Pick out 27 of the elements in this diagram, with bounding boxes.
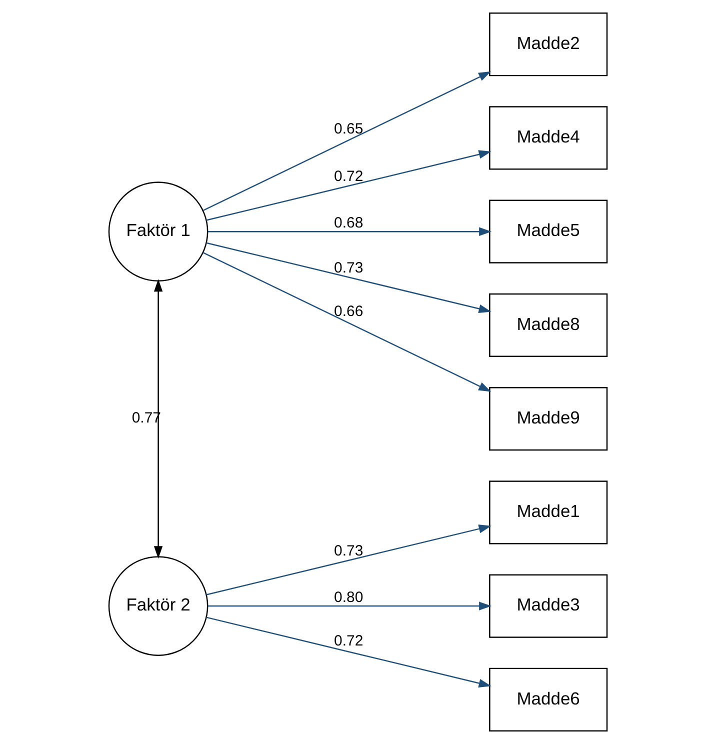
arrow: [202, 252, 491, 392]
arrow: [206, 524, 491, 596]
node-circle: Faktör 1: [108, 182, 208, 282]
node-box: Madde3: [488, 574, 608, 638]
arrow: [207, 227, 492, 236]
arrow: [207, 602, 492, 610]
arrow: [202, 71, 491, 212]
node-box: Madde1: [488, 480, 608, 544]
node-box: Madde9: [488, 386, 608, 451]
node-box: Madde8: [488, 293, 608, 358]
edge-label: 0.72: [334, 632, 363, 650]
edge-label: 0.65: [334, 120, 363, 138]
edge-label: 0.66: [334, 302, 363, 320]
edge-label: 0.80: [334, 588, 363, 606]
arrow: [206, 150, 491, 221]
node-box: Madde6: [488, 668, 608, 732]
node-circle: Faktör 2: [108, 556, 208, 656]
node-box: Madde2: [488, 12, 608, 76]
edge-label: 0.73: [334, 542, 363, 560]
arrow: [206, 616, 491, 688]
arrow: [153, 279, 162, 559]
arrow: [206, 242, 491, 314]
edge-label: 0.73: [334, 259, 363, 276]
node-box: Madde5: [488, 200, 608, 264]
node-box: Madde4: [488, 106, 608, 170]
edge-label: 0.68: [334, 214, 363, 232]
edge-label: 0.72: [334, 168, 363, 186]
